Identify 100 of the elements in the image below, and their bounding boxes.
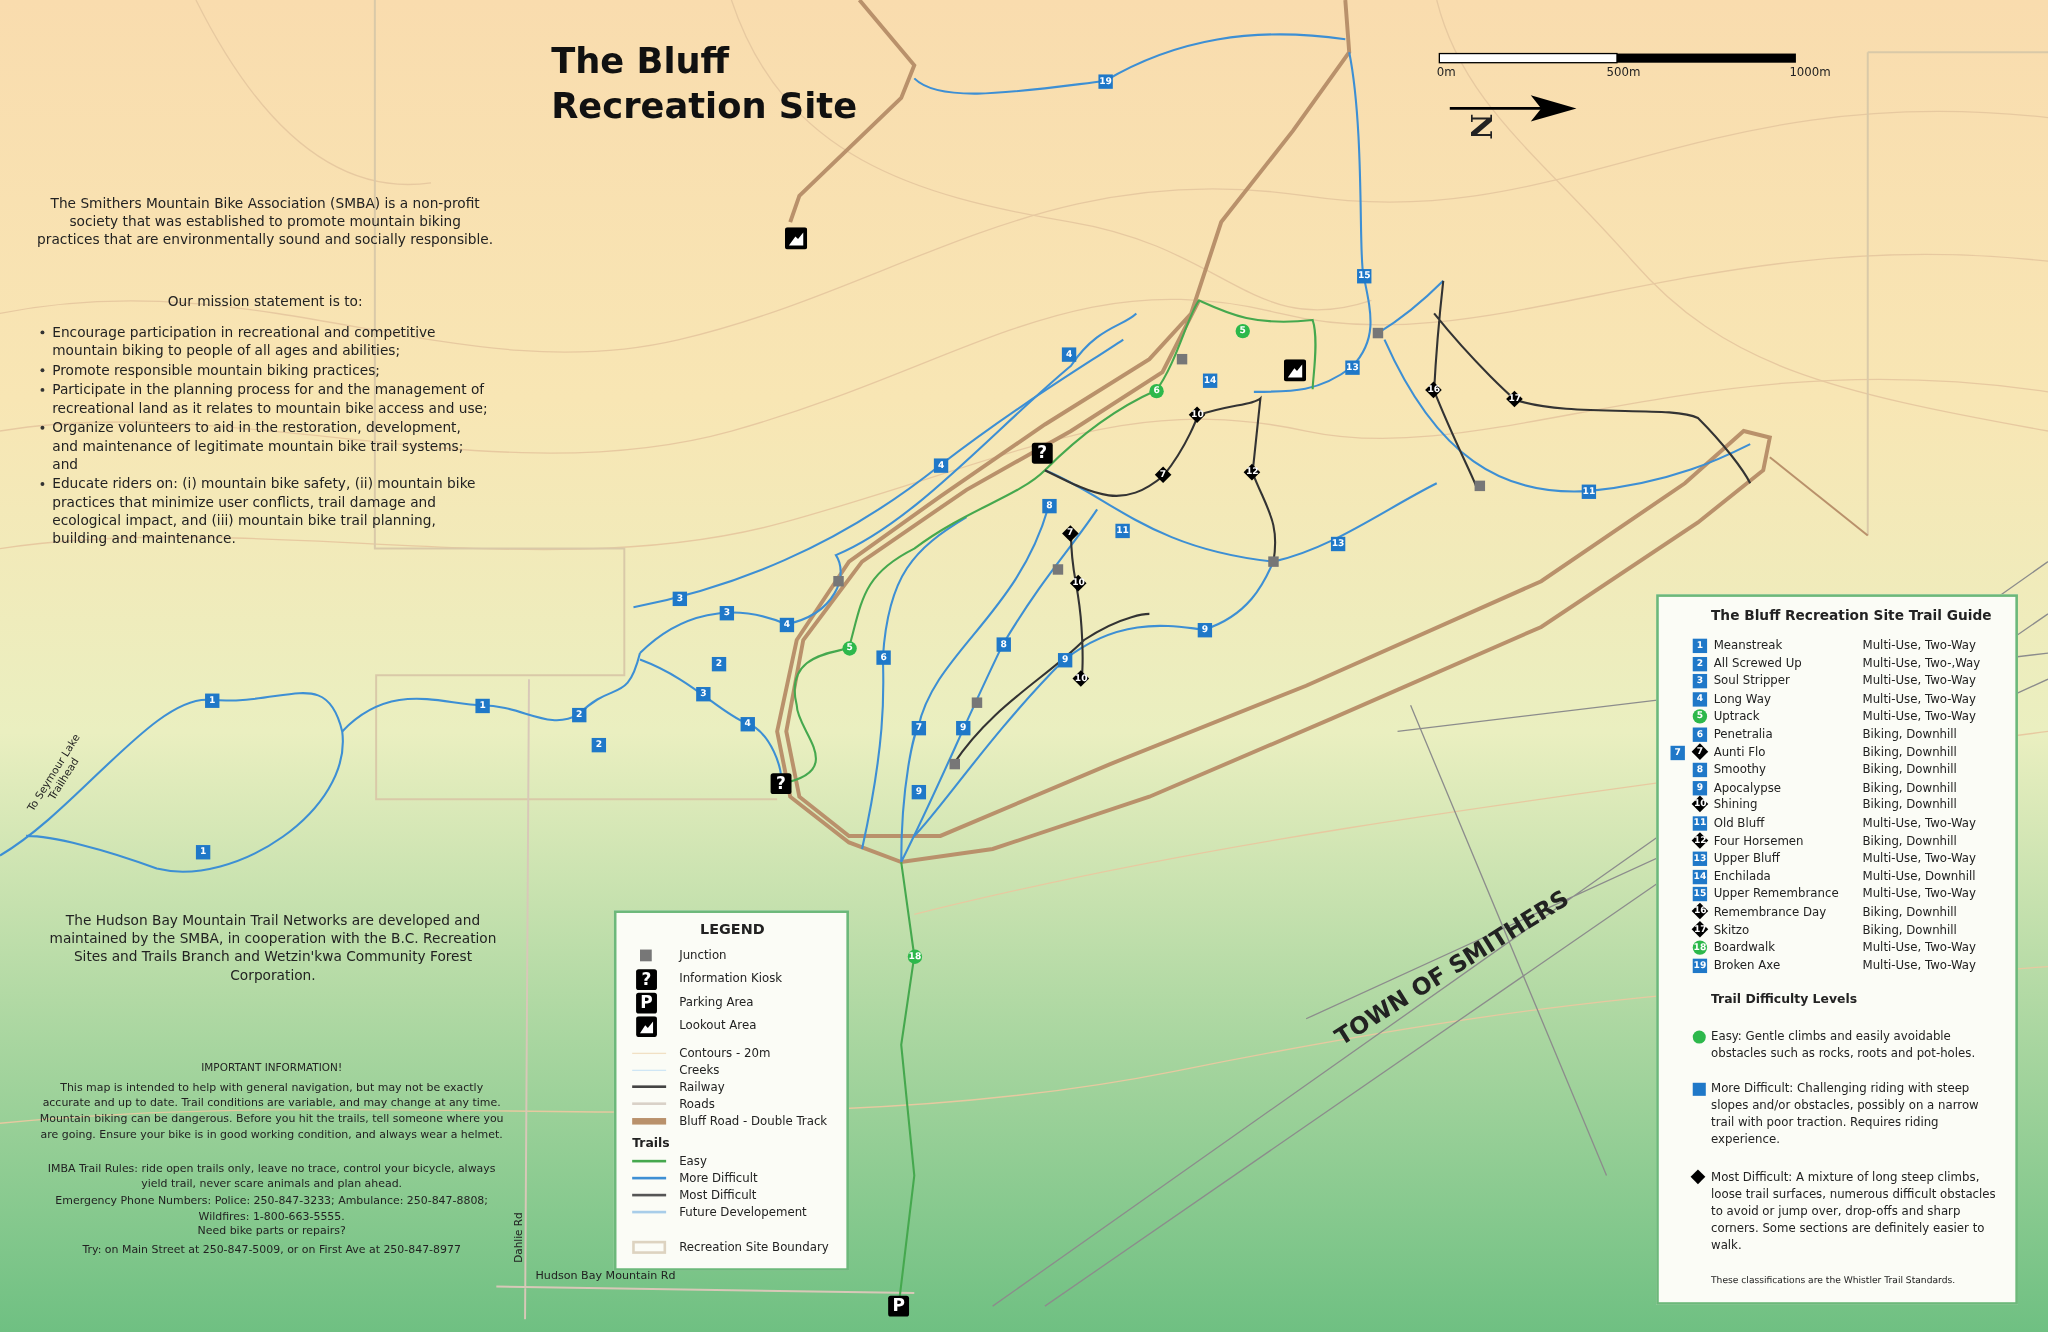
trail-marker: 11 <box>1115 523 1130 539</box>
legend-label: Junction <box>679 947 727 964</box>
trail-marker: 7 <box>1670 745 1685 760</box>
info-kiosk-icon: ? <box>636 969 657 991</box>
trail-marker: 7 <box>1691 742 1709 760</box>
trail-marker: 6 <box>876 650 891 665</box>
difficulty-description: Easy: Gentle climbs and easily avoidable obstacles such as rocks, roots and pot-holes. <box>1711 1028 1977 1062</box>
trail-marker: 9 <box>1197 623 1213 638</box>
info-kiosk-icon: ? <box>770 773 792 795</box>
trail-marker: 10 <box>1072 670 1090 687</box>
trail-marker: 6 <box>1692 727 1708 742</box>
bullet-item: Encourage participation in recreational and competitive mountain biking to people of all ages and abilities; <box>52 322 437 360</box>
trail-marker: 2 <box>711 657 727 672</box>
trail-marker: 1 <box>1692 638 1708 654</box>
trail-marker: 16 <box>1691 902 1709 920</box>
trail-marker: 9 <box>956 721 971 736</box>
trail-marker: 10 <box>1069 574 1087 592</box>
trail-marker: 4 <box>740 717 755 732</box>
trail-marker: 2 <box>572 707 587 723</box>
trail-marker: 13 <box>1345 360 1360 375</box>
trail-marker: 3 <box>719 606 735 621</box>
trail-marker: 3 <box>672 591 687 607</box>
trail-marker: 19 <box>1098 74 1113 89</box>
info-paragraph: This map is intended to help with general navigation, but may not be exactly accurate and up to date. Trail conditions are variable, and may change at any time. Mountain biking can be dangerous. Before you hit the trails, tell someone where you are going. Ensure your bike is in good working condition, and always wear a helmet. <box>39 1079 505 1142</box>
trail-marker: 9 <box>1692 780 1708 796</box>
trail-name: Old Bluff <box>1713 815 1765 832</box>
legend-subheading: Trails <box>632 1135 670 1150</box>
trail-marker: 7 <box>911 721 927 736</box>
legend-label: Most Difficult <box>679 1187 757 1204</box>
trail-marker: 8 <box>1692 763 1708 778</box>
trail-marker: 1 <box>195 845 211 860</box>
trail-marker: 1 <box>475 698 490 714</box>
trail-name: Apocalypse <box>1713 779 1782 797</box>
trail-marker: 15 <box>1692 887 1708 902</box>
trail-marker: 15 <box>1357 269 1372 284</box>
info-kiosk-icon: ? <box>1031 442 1053 464</box>
trail-name: Soul Stripper <box>1713 673 1790 690</box>
legend-label: Lookout Area <box>679 1017 757 1034</box>
trail-marker: 4 <box>933 458 949 473</box>
trail-marker: 4 <box>1692 692 1708 707</box>
trail-use: Biking, Downhill <box>1862 744 1957 761</box>
trail-marker: 18 <box>1692 940 1708 955</box>
legend-label: Information Kiosk <box>679 970 783 987</box>
trail-marker: 5 <box>842 641 857 656</box>
info-paragraph: IMBA Trail Rules: ride open trails only, leave no trace, control your bicycle, always yield trail, never scare animals and plan ahead. <box>46 1160 497 1192</box>
parking-icon: P <box>888 1295 910 1317</box>
info-paragraph: Emergency Phone Numbers: Police: 250-847-3233; Ambulance: 250-847-8808; Wildfires: 1-800-663-5555. <box>54 1192 489 1224</box>
trail-use: Multi-Use, Two-Way <box>1862 957 1976 974</box>
trail-marker: 7 <box>1154 466 1172 484</box>
mission-heading: Our mission statement is to: <box>166 291 364 310</box>
trail-marker: 9 <box>911 785 927 800</box>
trail-use: Multi-Use, Two-,Way <box>1862 655 1981 672</box>
legend-label: Roads <box>679 1096 715 1113</box>
trail-marker: 19 <box>1692 958 1708 973</box>
legend-label: Recreation Site Boundary <box>679 1239 829 1256</box>
trail-marker: 9 <box>1057 653 1073 668</box>
trail-name: Remembrance Day <box>1713 904 1827 921</box>
trail-marker: 13 <box>1330 536 1346 552</box>
trail-name: Skitzo <box>1713 921 1750 938</box>
trail-use: Multi-Use, Downhill <box>1862 868 1976 885</box>
legend-label: Future Developement <box>679 1204 807 1221</box>
north-label: N <box>1464 113 1499 140</box>
guide-heading: The Bluff Recreation Site Trail Guide <box>1711 607 1992 623</box>
trail-marker: 17 <box>1691 920 1709 938</box>
trail-use: Biking, Downhill <box>1862 904 1957 921</box>
difficulty-description: More Difficult: Challenging riding with steep slopes and/or obstacles, possibly on a narrow trail with poor traction. Requires riding experience. <box>1711 1080 1980 1148</box>
scale-label: 1000m <box>1789 65 1831 79</box>
legend-label: Creeks <box>679 1062 720 1079</box>
trail-name: Long Way <box>1713 691 1771 708</box>
trail-marker: 11 <box>1692 816 1708 831</box>
trail-use: Biking, Downhill <box>1862 797 1957 814</box>
legend-label: Parking Area <box>679 994 754 1011</box>
trail-marker: 10 <box>1691 796 1709 813</box>
trail-marker: 14 <box>1202 373 1218 388</box>
trail-marker: 8 <box>1042 498 1057 514</box>
trail-use: Multi-Use, Two-Way <box>1862 708 1976 725</box>
trail-use: Biking, Downhill <box>1862 921 1957 939</box>
trail-marker: 1 <box>205 693 220 708</box>
trail-marker: 4 <box>1061 347 1077 362</box>
trail-name: Four Horsemen <box>1713 833 1804 850</box>
difficulty-description: Most Difficult: A mixture of long steep climbs, loose trail surfaces, numerous difficult obstacles to avoid or jump over, drop-offs and sharp corners. Some sections are definitely easier to walk. <box>1711 1169 1997 1254</box>
trail-marker: 18 <box>907 949 923 964</box>
title-heading: The Bluff Recreation Site <box>551 39 859 128</box>
trail-marker: 12 <box>1691 831 1709 849</box>
guide-subheading: Trail Difficulty Levels <box>1711 991 1858 1006</box>
parking-icon: P <box>636 992 657 1014</box>
info-paragraph: The Hudson Bay Mountain Trail Networks are developed and maintained by the SMBA, in cooperation with the B.C. Recreation Sites and Trails Branch and Wetzin'kwa Community Forest Corporation. <box>48 910 498 984</box>
trail-marker: 2 <box>591 737 607 753</box>
trail-use: Multi-Use, Two-Way <box>1862 673 1976 690</box>
bullet-item: Educate riders on: (i) mountain bike safety, (ii) mountain bike practices that minimize user conflicts, trail damage and ecological impact, and (iii) mountain bike trail planning, building and maintenance. <box>52 474 477 548</box>
scale-label: 500m <box>1606 65 1641 79</box>
trail-name: Aunti Flo <box>1713 744 1766 761</box>
trail-marker: 13 <box>1692 851 1708 867</box>
bullet-item: Promote responsible mountain biking practices; <box>52 360 381 379</box>
trail-marker: 16 <box>1425 381 1442 399</box>
trail-use: Biking, Downhill <box>1862 833 1957 850</box>
trail-name: Uptrack <box>1713 708 1760 725</box>
trail-name: Upper Remembrance <box>1713 886 1839 903</box>
legend-label: Bluff Road - Double Track <box>679 1113 828 1130</box>
trail-marker: 17 <box>1506 390 1523 408</box>
